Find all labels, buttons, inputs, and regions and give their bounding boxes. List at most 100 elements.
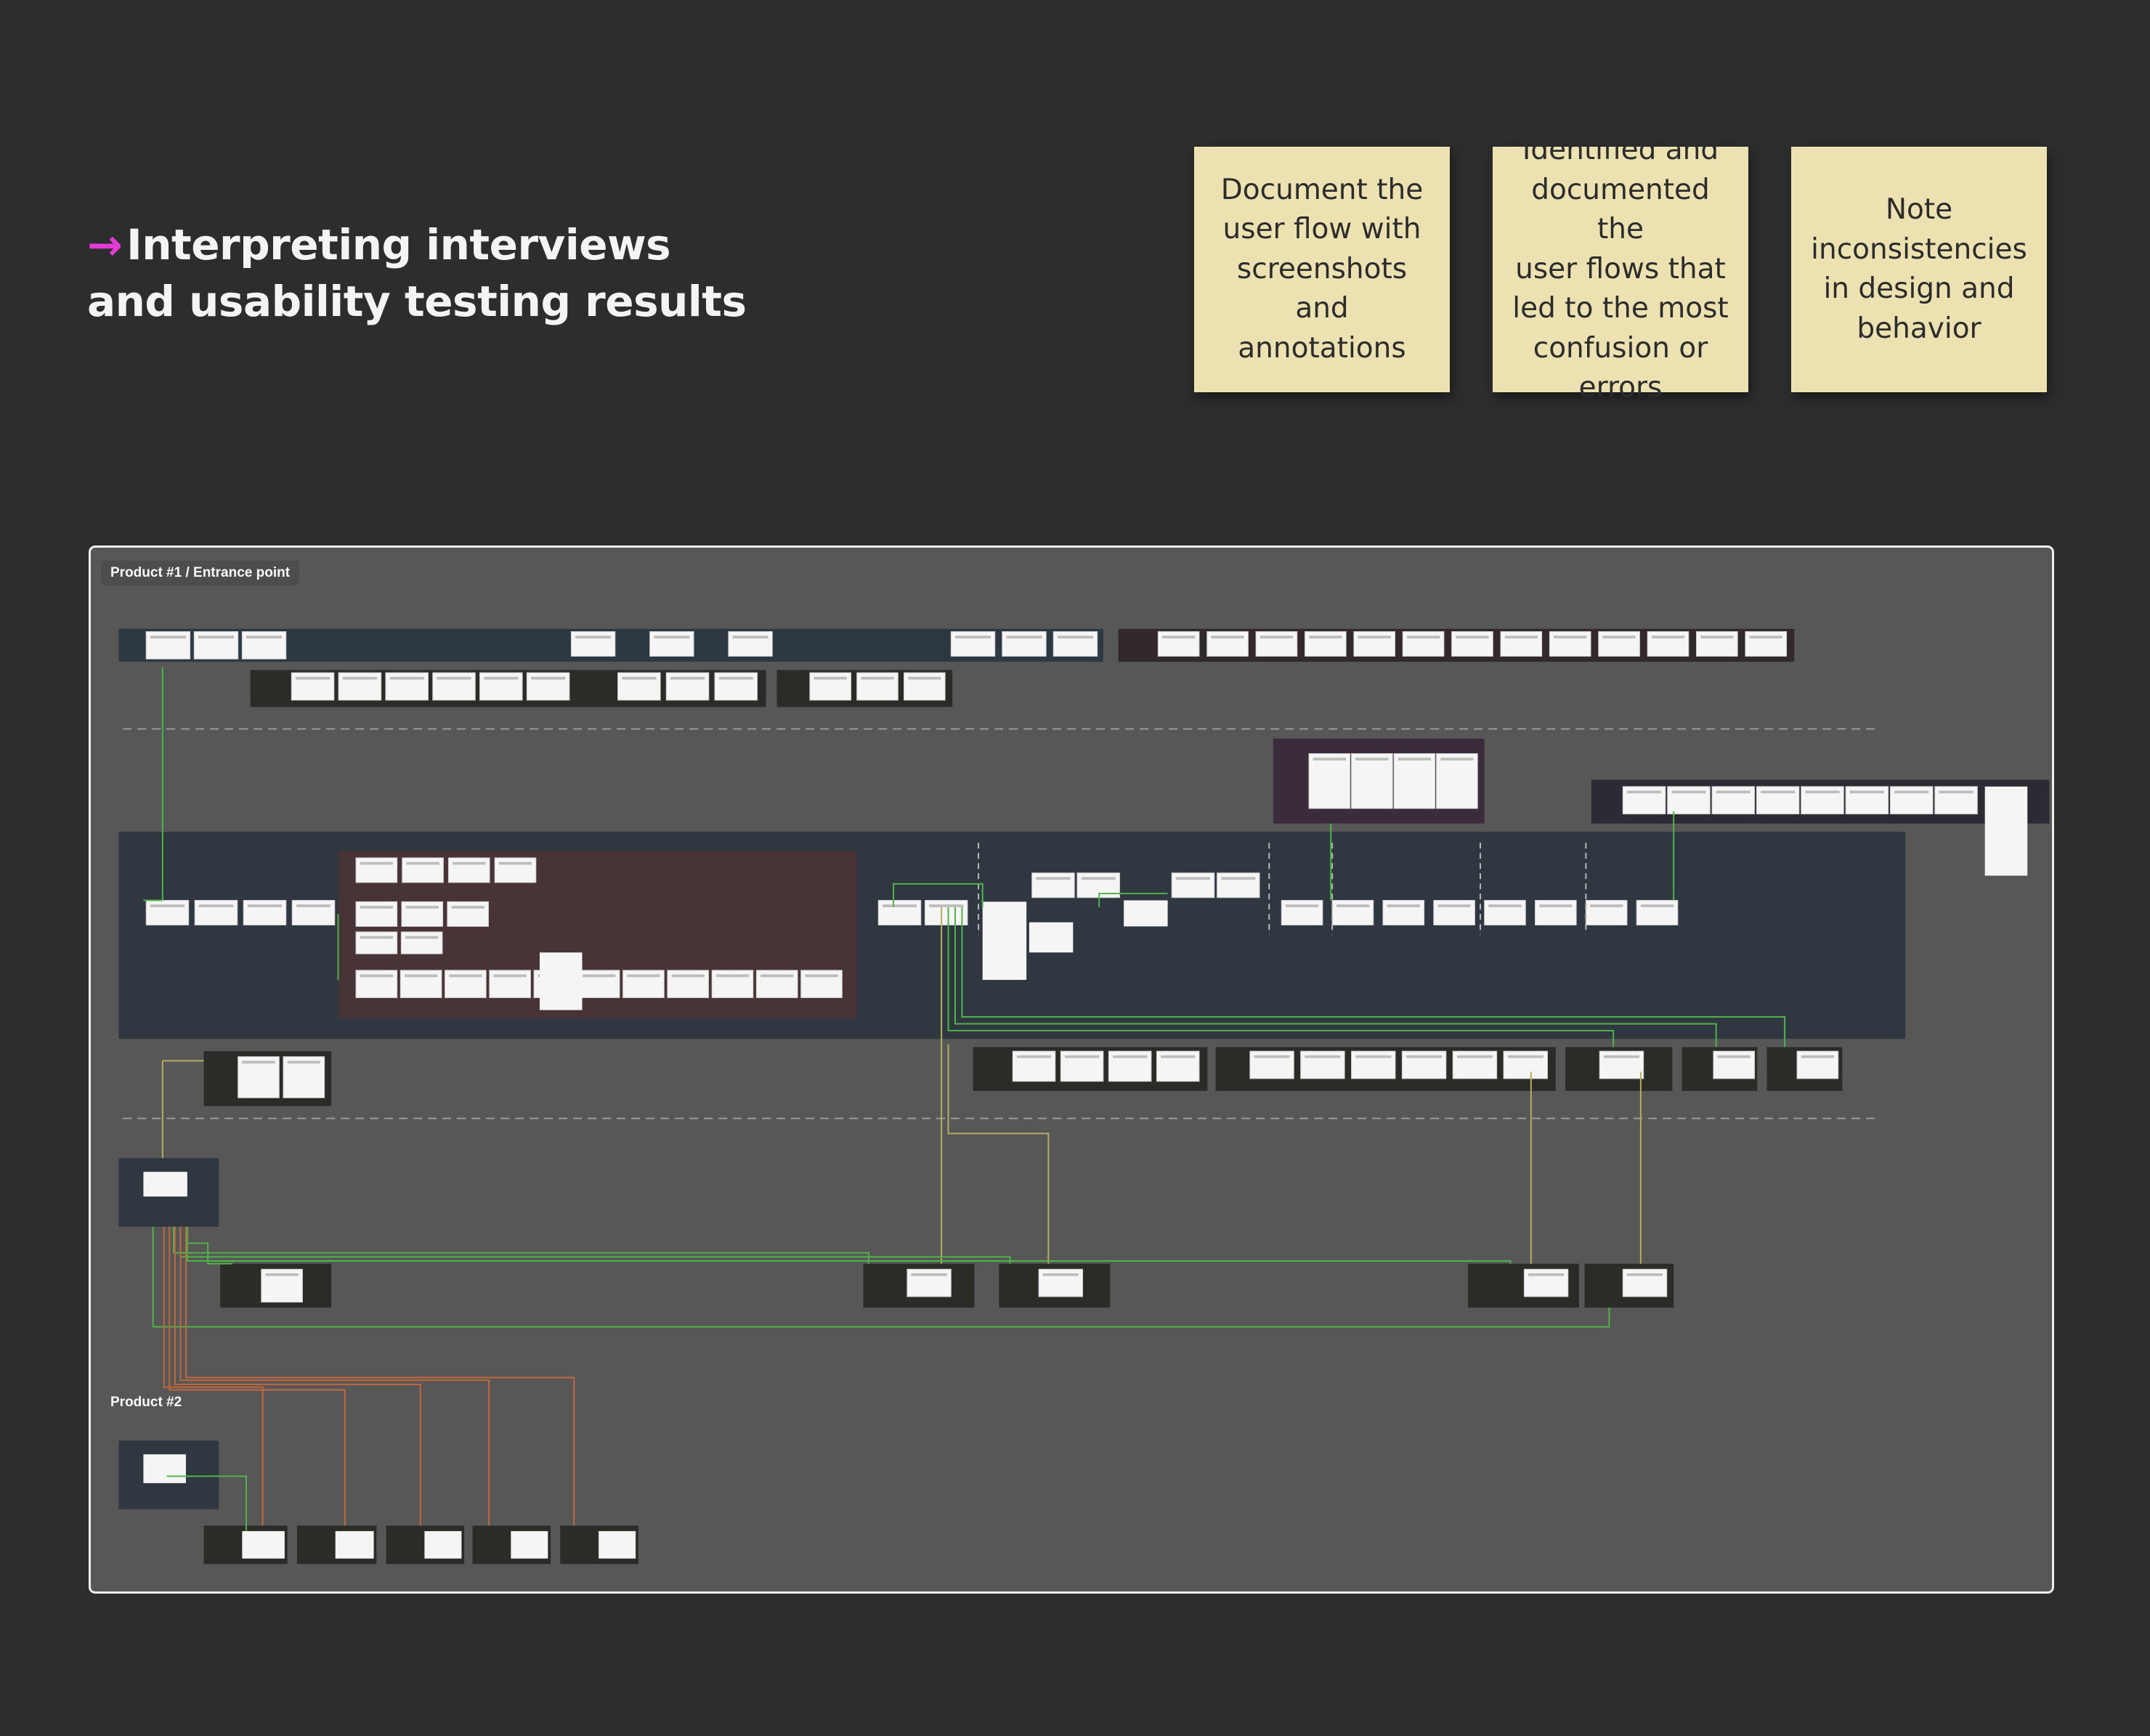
screen-header-bar (1406, 1055, 1443, 1058)
screen-header-bar (1849, 790, 1884, 794)
screen-header-bar (198, 904, 234, 907)
screen-thumbnail (424, 1530, 462, 1559)
heading-line-1: →Interpreting interviews (87, 216, 747, 273)
screen-thumbnail (1124, 900, 1168, 927)
flow-connector (954, 906, 1717, 1047)
screen-header-bar (531, 676, 566, 680)
screen-thumbnail (1052, 631, 1098, 657)
screen-thumbnail (1157, 631, 1200, 657)
screen-header-bar (1590, 904, 1623, 907)
arrow-right-icon: → (87, 220, 123, 269)
flow-connector (179, 1226, 1011, 1264)
screen-header-bar (1305, 1055, 1341, 1058)
section-label-product-2: Product #2 (110, 1395, 182, 1410)
screen-thumbnail (1756, 786, 1800, 815)
flow-connector (172, 1226, 870, 1264)
screen-header-bar (150, 904, 185, 907)
screen-thumbnail (1598, 631, 1640, 657)
heading-line-1-text: Interpreting interviews (126, 220, 671, 269)
user-flow-canvas (118, 628, 2050, 1565)
screen-thumbnail (1452, 1050, 1498, 1079)
user-flow-board[interactable]: Product #1 / Entrance point Product #2 (89, 545, 2054, 1594)
screen-header-bar (453, 861, 486, 865)
sticky-note-2[interactable]: Identified and documented the user flows… (1493, 134, 1748, 404)
screen-header-bar (405, 906, 439, 909)
screen-header-bar (1042, 1273, 1079, 1276)
screen-thumbnail (355, 931, 398, 954)
screen-header-bar (265, 1273, 299, 1276)
screen-thumbnail (1889, 786, 1934, 815)
screen-header-bar (150, 636, 186, 638)
screen-header-bar (911, 1273, 947, 1276)
screen-header-bar (1336, 904, 1370, 907)
section-label-product-1: Product #1 / Entrance point (101, 561, 300, 585)
screen-header-bar (760, 974, 794, 978)
screen-header-bar (1081, 877, 1116, 880)
screen-header-bar (1259, 636, 1294, 638)
screen-header-bar (1894, 790, 1929, 794)
screen-thumbnail (355, 970, 398, 999)
screen-header-bar (1554, 636, 1587, 638)
screen-header-bar (1358, 636, 1391, 638)
screen-thumbnail (1353, 631, 1396, 657)
sticky-note-3[interactable]: Note inconsistencies in design and behav… (1791, 147, 2047, 392)
screen-thumbnail (143, 1172, 187, 1197)
screen-header-bar (583, 974, 616, 978)
flow-connector (179, 1226, 490, 1526)
screen-header-bar (437, 676, 471, 680)
screen-header-bar (360, 861, 394, 865)
screen-thumbnail (1281, 900, 1323, 926)
screen-thumbnail (1801, 786, 1844, 815)
screen-header-bar (389, 676, 424, 680)
screen-thumbnail (399, 970, 442, 999)
screen-thumbnail (1535, 900, 1577, 926)
flow-connector (947, 906, 1615, 1047)
screen-header-bar (295, 676, 330, 680)
screen-thumbnail (1393, 753, 1436, 809)
screen-header-bar (1254, 1055, 1290, 1058)
screen-header-bar (1211, 636, 1244, 638)
screen-thumbnail (1934, 786, 1978, 815)
flow-connector (174, 1226, 421, 1526)
screen-header-bar (342, 676, 377, 680)
screen-thumbnail (540, 952, 583, 1010)
flow-connector (152, 1226, 1610, 1328)
screen-thumbnail (577, 970, 620, 999)
screen-thumbnail (1647, 631, 1689, 657)
screen-thumbnail (982, 901, 1027, 981)
flow-connector (893, 883, 983, 907)
screen-thumbnail (1401, 1050, 1447, 1079)
screen-thumbnail (445, 970, 487, 999)
screen-header-bar (246, 636, 283, 638)
screen-header-bar (1801, 1055, 1835, 1058)
screen-header-bar (627, 974, 660, 978)
screen-thumbnail (447, 857, 490, 883)
sticky-note-1[interactable]: Document the user flow with screenshots … (1194, 147, 1450, 392)
screen-header-bar (861, 676, 894, 680)
screen-thumbnail (1382, 900, 1425, 926)
screen-thumbnail (243, 900, 287, 926)
screen-header-bar (732, 636, 768, 638)
screen-header-bar (451, 906, 484, 909)
screen-thumbnail (1305, 631, 1347, 657)
screen-header-bar (247, 904, 283, 907)
screen-thumbnail (494, 857, 537, 883)
screen-header-bar (1309, 636, 1342, 638)
screen-thumbnail (1351, 1050, 1396, 1079)
screen-header-bar (805, 974, 838, 978)
screen-header-bar (198, 636, 235, 638)
screen-header-bar (1355, 758, 1389, 760)
screen-thumbnail (1711, 786, 1756, 815)
screen-thumbnail (622, 970, 665, 999)
screen-header-bar (404, 974, 438, 978)
screen-thumbnail (291, 900, 336, 926)
screen-thumbnail (1217, 872, 1260, 899)
screen-header-bar (405, 936, 439, 939)
screen-thumbnail (877, 900, 922, 926)
screen-thumbnail (755, 970, 798, 999)
screen-header-bar (493, 974, 527, 978)
screen-header-bar (360, 974, 394, 978)
screen-thumbnail (1171, 872, 1215, 899)
screen-header-bar (1504, 636, 1538, 638)
screen-header-bar (1749, 636, 1782, 638)
